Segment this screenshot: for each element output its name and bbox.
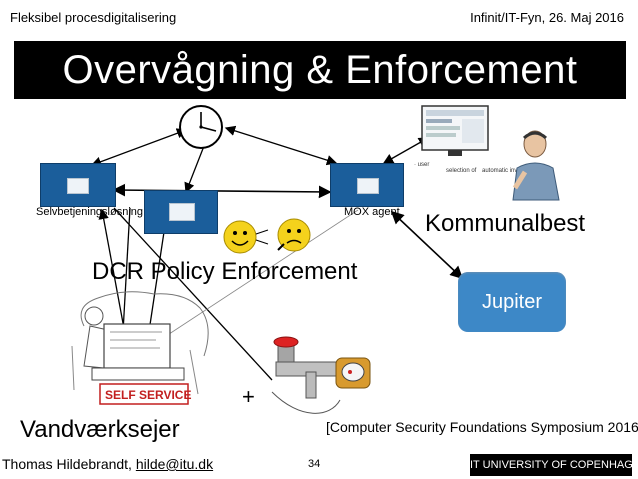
arrow-clock-self	[90, 128, 188, 167]
arrow-clock-dcr	[184, 145, 205, 194]
plus-sign: +	[242, 384, 255, 409]
vand-label: Vandværksejer	[20, 416, 180, 443]
svg-text:automatic invocation: automatic invocation	[482, 168, 537, 174]
water-meter-icon	[273, 336, 371, 399]
dcr-engine-box	[144, 190, 218, 234]
institution-badge: IT UNIVERSITY OF COPENHAGEN	[470, 454, 638, 476]
kommunal-screen-illustration: · user selection of automatic invocation	[414, 105, 537, 174]
selfservice-system-box	[40, 163, 116, 207]
line-self-down-2	[113, 207, 273, 381]
email-link[interactable]: hilde@itu.dk	[135, 456, 214, 472]
page-number: 34	[308, 458, 321, 470]
smiley-icons	[223, 218, 311, 254]
arrow-dcr-selfservice	[144, 231, 165, 340]
svg-text:· user: · user	[414, 162, 429, 168]
mox-label: MOX agent	[344, 206, 400, 218]
selfservice-label: Selvbetjeningsløsning	[36, 206, 144, 218]
arrow-mox-kommunal	[382, 137, 430, 164]
citation: [Computer Security Foundations Symposium…	[326, 419, 638, 435]
wire-meter	[271, 391, 341, 414]
line-mox-selfservice	[159, 209, 359, 341]
header-left: Fleksibel procesdigitalisering	[10, 10, 177, 25]
mox-agent-box	[330, 163, 404, 207]
svg-text:selection of: selection of	[446, 168, 477, 174]
svg-text:SELF SERVICE: SELF SERVICE	[105, 388, 191, 402]
person-icon	[512, 130, 560, 201]
header-right: Infinit/IT-Fyn, 26. Maj 2016	[470, 10, 624, 25]
clock-icon	[179, 105, 223, 149]
footer-author: Thomas Hildebrandt, hilde@itu.dk	[2, 456, 213, 472]
title-bar: Overvågning & Enforcement	[14, 41, 626, 99]
kommunal-label: Kommunalbest	[425, 210, 586, 237]
page-title: Overvågning & Enforcement	[62, 48, 578, 92]
dcr-label: DCR Policy Enforcement	[92, 258, 358, 285]
jupiter-box: Jupiter	[458, 272, 566, 332]
author-name: Thomas Hildebrandt,	[2, 456, 136, 472]
arrow-clock-mox	[224, 125, 338, 166]
arrow-mox-jupiter	[390, 210, 464, 280]
self-service-sketch: SELF SERVICE	[71, 291, 209, 405]
